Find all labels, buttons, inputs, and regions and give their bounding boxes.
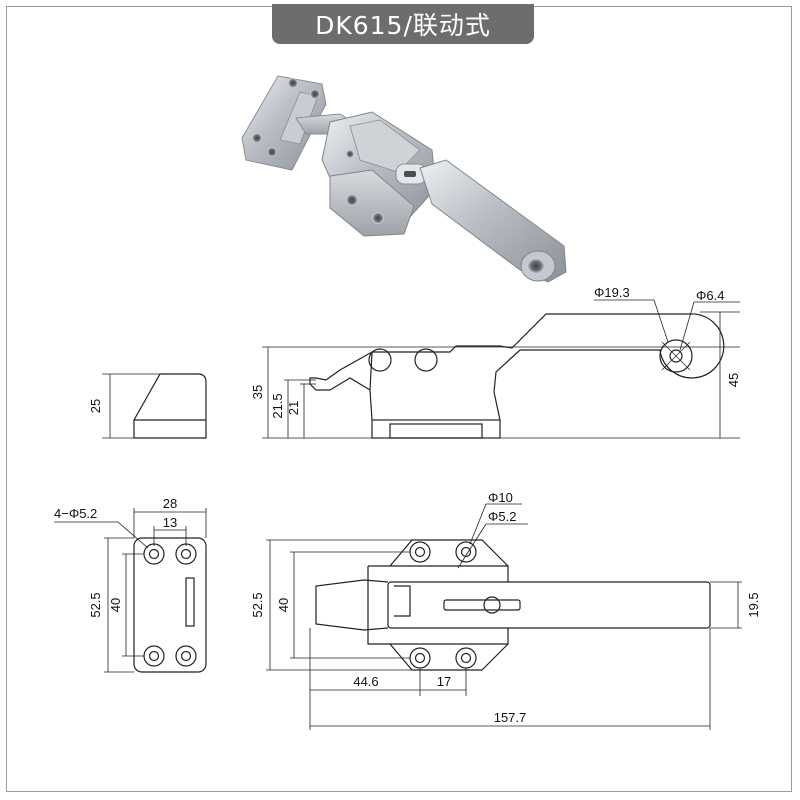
hook-height-1-label: 21.5	[270, 393, 285, 418]
keeper-hole-spacing-x-label: 13	[163, 515, 177, 530]
keeper-holes-label: 4−Φ5.2	[54, 506, 97, 521]
keeper-front-height-label: 52.5	[88, 592, 103, 617]
keeper-side-view	[102, 373, 207, 439]
hook-height-2-label: 21	[286, 401, 301, 415]
top-height-label: 52.5	[250, 592, 265, 617]
product-title: DK615/联动式	[272, 4, 534, 44]
top-hole-spacing-x-label: 17	[437, 674, 451, 689]
pivot-diameter-label: Φ19.3	[594, 285, 630, 300]
offset-label: 44.6	[353, 674, 378, 689]
overall-length-label: 157.7	[494, 710, 527, 725]
overall-height-label: 45	[726, 373, 741, 387]
keeper-width-label: 28	[163, 496, 177, 511]
top-pivot-diameter-label: Φ10	[488, 490, 513, 505]
handle-width-label: 19.5	[746, 592, 761, 617]
pivot-hole-label: Φ6.4	[696, 288, 724, 303]
keeper-height-label: 25	[88, 399, 103, 413]
top-hole-diameter-label: Φ5.2	[488, 509, 516, 524]
latch-side-view	[262, 299, 740, 439]
keeper-front-view	[54, 508, 207, 673]
keeper-hole-spacing-y-label: 40	[108, 598, 123, 612]
body-height-label: 35	[250, 385, 265, 399]
top-hole-spacing-y-label: 40	[276, 598, 291, 612]
product-photo	[241, 75, 567, 283]
latch-top-view	[266, 503, 742, 730]
